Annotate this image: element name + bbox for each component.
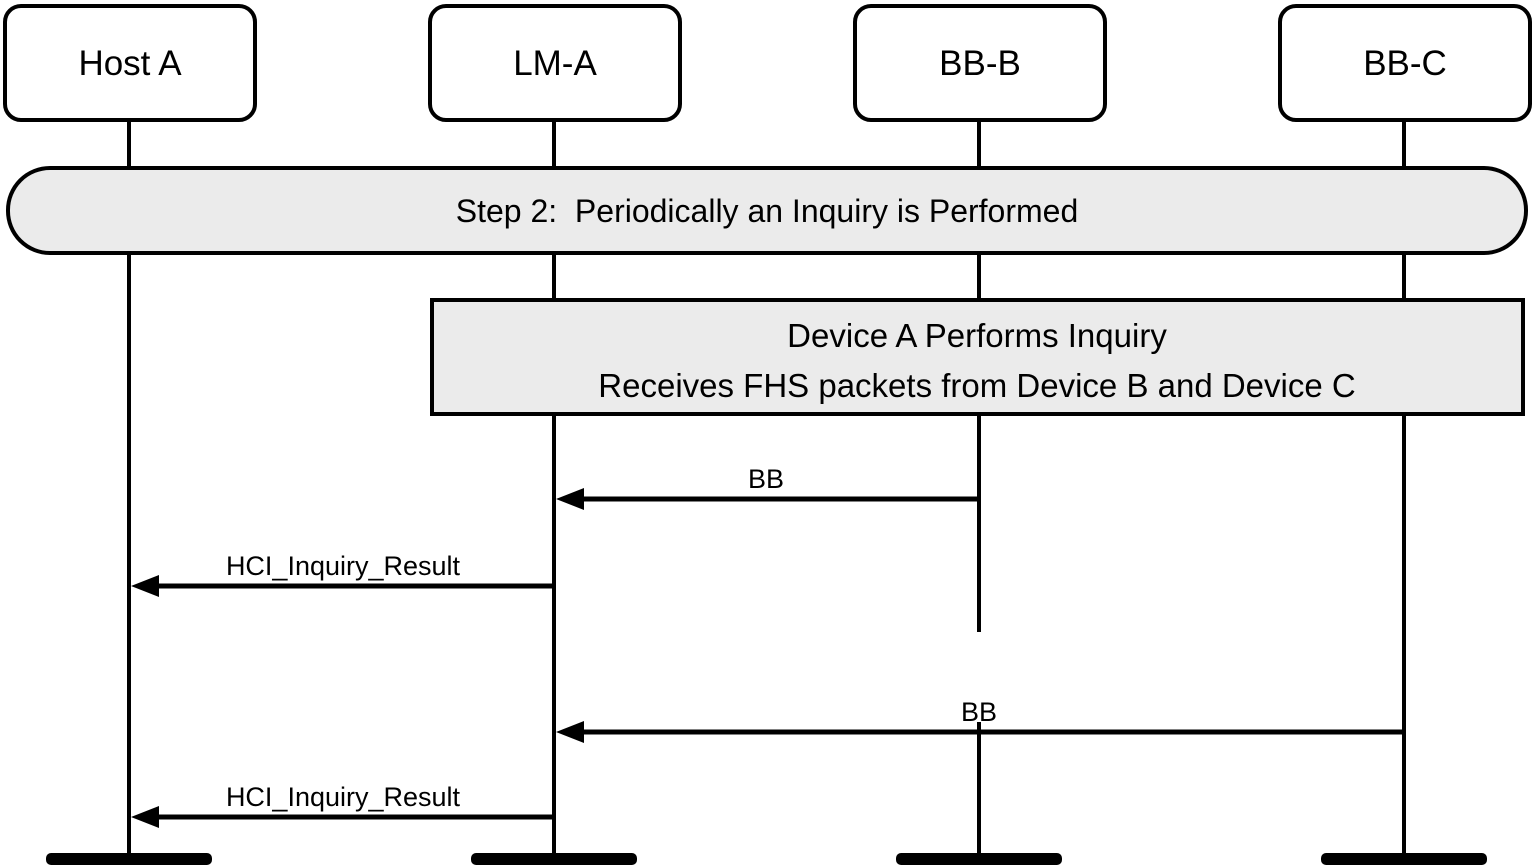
message-hci-2-label: HCI_Inquiry_Result xyxy=(226,782,461,812)
message-bb-1: BB xyxy=(556,464,980,510)
termination-bar-bb-b xyxy=(896,853,1062,865)
arrowhead-left-icon xyxy=(556,721,584,743)
message-bb-2: BB xyxy=(556,697,1404,743)
actor-boxes: Host A LM-A BB-B BB-C xyxy=(3,4,1532,122)
arrowhead-left-icon xyxy=(131,806,159,828)
arrowhead-left-icon xyxy=(131,575,159,597)
actor-box-bb-c xyxy=(1278,4,1532,122)
note-box-shape xyxy=(430,298,1525,416)
actor-box-lm-a xyxy=(428,4,682,122)
note-line-2: Receives FHS packets from Device B and D… xyxy=(598,367,1355,404)
termination-bar-host-a xyxy=(46,853,212,865)
step-banner-shape xyxy=(6,166,1528,255)
message-hci-1: HCI_Inquiry_Result xyxy=(131,551,554,597)
actor-label-lm-a: LM-A xyxy=(513,44,597,83)
actor-label-bb-b: BB-B xyxy=(939,44,1021,83)
step-banner-label: Step 2: Periodically an Inquiry is Perfo… xyxy=(456,193,1079,229)
message-bb-1-label: BB xyxy=(748,464,784,494)
actor-label-host-a: Host A xyxy=(78,44,182,83)
actor-box-host-a xyxy=(3,4,257,122)
note-line-1: Device A Performs Inquiry xyxy=(787,317,1167,354)
message-bb-2-label: BB xyxy=(961,697,997,727)
actor-box-bb-b xyxy=(853,4,1107,122)
termination-bar-lm-a xyxy=(471,853,637,865)
actor-label-bb-c: BB-C xyxy=(1363,44,1447,83)
step-banner: Step 2: Periodically an Inquiry is Perfo… xyxy=(6,166,1528,255)
message-hci-1-label: HCI_Inquiry_Result xyxy=(226,551,461,581)
termination-bar-bb-c xyxy=(1321,853,1487,865)
termination-bars xyxy=(46,853,1487,865)
message-hci-2: HCI_Inquiry_Result xyxy=(131,782,554,828)
arrowhead-left-icon xyxy=(556,488,584,510)
note-box: Device A Performs Inquiry Receives FHS p… xyxy=(430,298,1525,416)
